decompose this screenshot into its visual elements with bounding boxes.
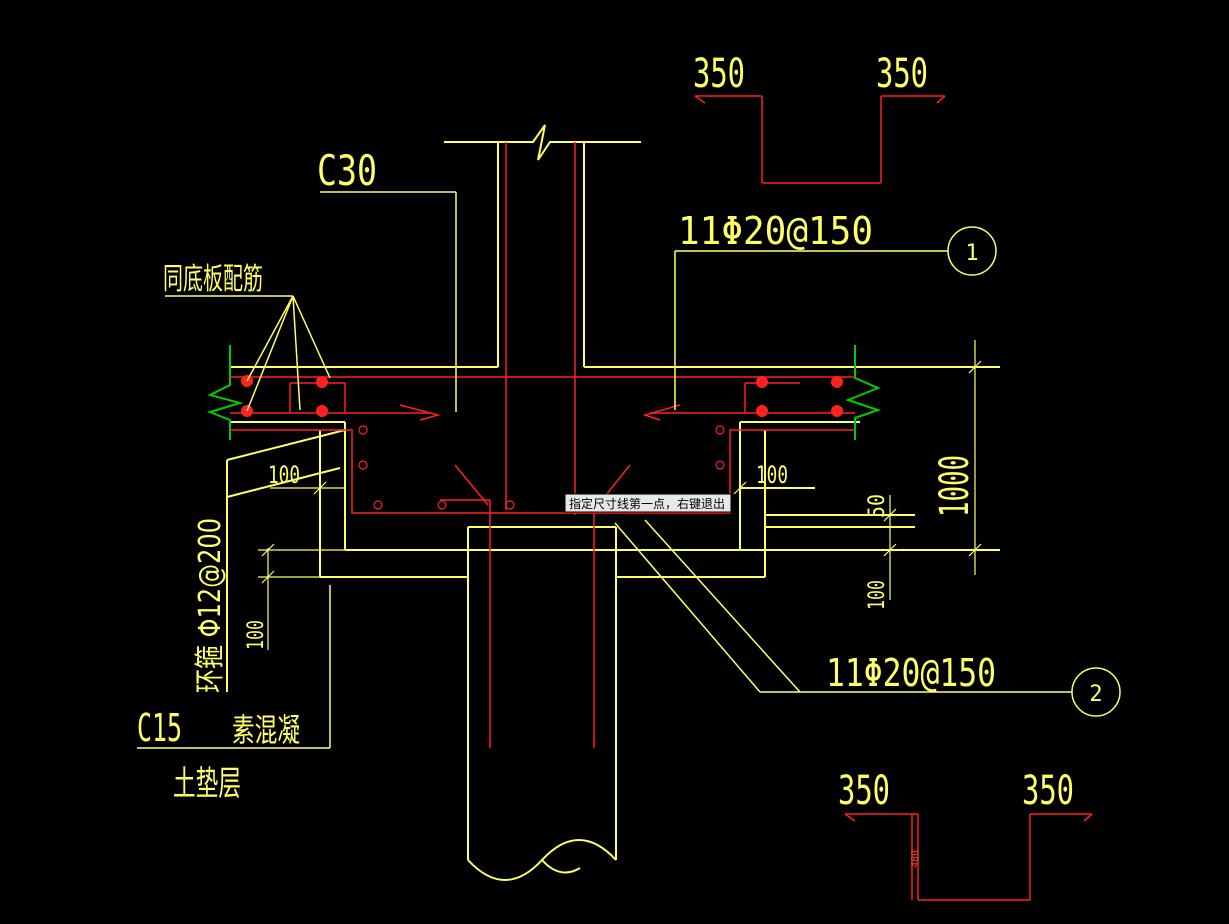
callout-1: 1 <box>947 226 997 276</box>
dim-top-350-right: 350 <box>876 51 928 97</box>
dimension-lines <box>258 340 982 650</box>
dim-100-vert-left: 100 <box>244 620 269 650</box>
dim-top-350-left: 350 <box>693 51 745 97</box>
dim-1000: 1000 <box>932 455 978 517</box>
top-section-sketch <box>694 95 946 184</box>
dim-bot-480: 480 <box>910 850 921 868</box>
c15-label: C15 <box>137 706 182 750</box>
dim-bot-350-left: 350 <box>838 768 890 814</box>
cushion-label: 土垫层 <box>173 764 241 804</box>
bottom-section-sketch <box>844 813 1093 901</box>
svg-text:2: 2 <box>1089 682 1102 707</box>
dim-bot-350-right: 350 <box>1022 768 1074 814</box>
svg-text:指定尺寸线第一点，右键退出: 指定尺寸线第一点，右键退出 <box>569 496 725 511</box>
command-tooltip: 指定尺寸线第一点，右键退出 <box>564 493 732 513</box>
rebar <box>230 142 855 748</box>
dim-100-left: 100 <box>268 461 300 489</box>
plain-concrete-label: 素混凝 <box>232 711 300 749</box>
rebar-rings <box>358 425 725 510</box>
same-as-slab-label: 同底板配筋 <box>163 262 263 297</box>
concrete-grade-label: C30 <box>317 146 377 195</box>
bar-spec-2-label: 11Φ20@150 <box>826 651 996 695</box>
bar-spec-1-label: 11Φ20@150 <box>678 209 873 253</box>
rebar-dots <box>241 375 843 417</box>
dim-100-right: 100 <box>756 461 788 489</box>
dim-50: 50 <box>865 494 890 518</box>
callout-2: 2 <box>1071 667 1121 717</box>
hoop-bar-label: 环箍 Φ12@200 <box>193 518 228 693</box>
break-lines <box>206 345 882 440</box>
dim-100-vert-right: 100 <box>865 580 890 610</box>
svg-text:1: 1 <box>965 241 978 266</box>
leaders <box>137 191 1072 749</box>
